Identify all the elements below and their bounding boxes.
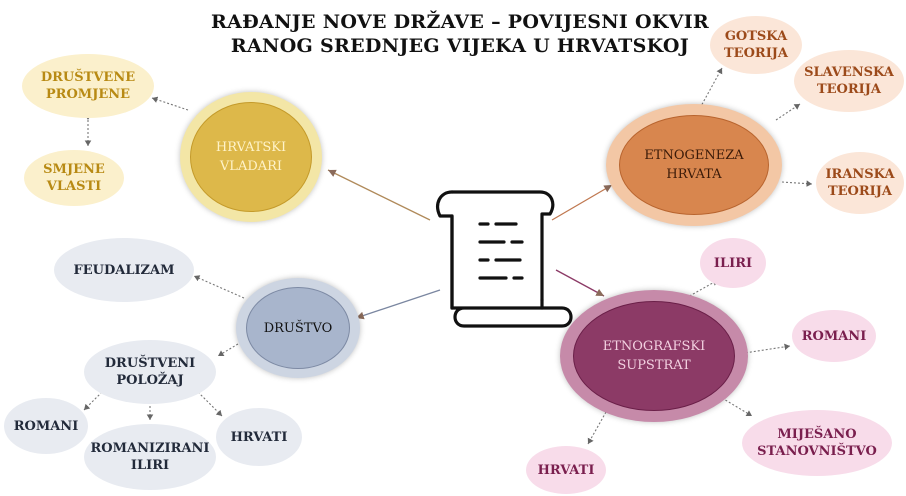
connector-romani-left <box>83 391 103 411</box>
leaf-hrvati-mid: HRVATI <box>216 408 302 466</box>
leaf-romanizirani: ROMANIZIRANI ILIRI <box>84 424 216 490</box>
connector-mijesano <box>721 397 753 417</box>
connector-feudalizam <box>193 275 245 299</box>
leaf-romani-left: ROMANI <box>4 398 88 454</box>
connector-hrvati-mid <box>197 391 223 417</box>
leaf-slavenska: SLAVENSKA TEORIJA <box>794 50 904 112</box>
hub-supstrat: ETNOGRAFSKI SUPSTRAT <box>560 290 748 422</box>
connector-iranska <box>781 180 813 187</box>
hub-etnogeneza: ETNOGENEZA HRVATA <box>606 104 782 226</box>
hub-drustvo-label: DRUŠTVO <box>263 320 333 336</box>
hub-supstrat-label: ETNOGRAFSKI SUPSTRAT <box>602 339 706 373</box>
hub-etnogeneza-label: ETNOGENEZA HRVATA <box>644 148 744 182</box>
leaf-feudalizam: FEUDALIZAM <box>54 238 194 302</box>
title-line-2: RANOG SREDNJEG VIJEKA U HRVATSKOJ <box>230 35 690 57</box>
connector-etnogeneza <box>551 184 613 221</box>
leaf-gotska: GOTSKA TEORIJA <box>710 16 802 74</box>
connector-drustveni-polozaj <box>217 343 239 357</box>
page-title: RAĐANJE NOVE DRŽAVE – POVIJESNI OKVIR RA… <box>200 10 720 58</box>
connector-slavenska <box>775 103 801 121</box>
leaf-iliri: ILIRI <box>700 238 766 288</box>
leaf-iranska: IRANSKA TEORIJA <box>816 152 904 214</box>
leaf-drustvene-promjene: DRUŠTVENE PROMJENE <box>22 54 154 118</box>
connector-gotska <box>699 67 723 109</box>
connector-drustvene-promjene <box>151 96 189 111</box>
leaf-hrvati-bottom: HRVATI <box>526 446 606 494</box>
leaf-smjene-vlasti: SMJENE VLASTI <box>24 150 124 206</box>
connector-hrvati-bottom <box>587 411 607 445</box>
scroll-icon <box>436 190 573 328</box>
connector-vladari <box>327 169 431 221</box>
hub-vladari: HRVATSKI VLADARI <box>180 92 322 222</box>
connector-drustvo <box>355 289 441 320</box>
hub-vladari-label: HRVATSKI VLADARI <box>215 140 287 174</box>
title-line-1: RAĐANJE NOVE DRŽAVE – POVIJESNI OKVIR <box>211 11 709 33</box>
leaf-mijesano: MIJEŠANO STANOVNIŠTVO <box>742 410 892 476</box>
leaf-romani-right: ROMANI <box>792 310 876 362</box>
connector-supstrat <box>555 269 605 297</box>
leaf-drustveni-polozaj: DRUŠTVENI POLOŽAJ <box>84 340 216 404</box>
hub-drustvo: DRUŠTVO <box>236 278 360 378</box>
